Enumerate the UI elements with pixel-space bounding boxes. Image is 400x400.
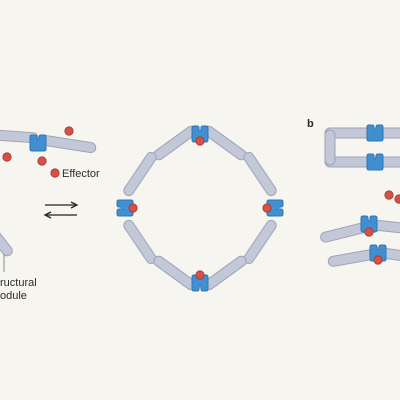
effector-icon [195, 136, 205, 146]
rod [153, 255, 197, 291]
effector-icon [128, 203, 138, 213]
rod [123, 151, 157, 197]
effector-icon [195, 270, 205, 280]
panel-b-letter: b [307, 118, 314, 130]
effector-icon [394, 194, 400, 204]
panel-b-bent-dimer [320, 215, 400, 267]
effector-icon [64, 126, 74, 136]
rod [0, 221, 13, 257]
rod [243, 151, 277, 197]
effector-icon [50, 168, 60, 178]
rod [203, 125, 247, 161]
effector-label: Effector [62, 168, 100, 180]
rod [324, 156, 400, 168]
structural-module-icon [366, 153, 384, 171]
structural-module-label-line1: ructural [0, 277, 37, 289]
structural-module-icon [366, 124, 384, 142]
rod [324, 127, 400, 139]
effector-icon [384, 190, 394, 200]
effector-icon [262, 203, 272, 213]
panel-a-linear-assembly: Effector ructural odule [0, 126, 100, 302]
rod [203, 255, 247, 291]
rod [123, 219, 157, 265]
ring-assembly [116, 125, 284, 292]
rod [327, 249, 377, 267]
effector-icon [37, 156, 47, 166]
rod [324, 129, 336, 166]
rod [39, 134, 97, 154]
effector-icon [373, 255, 383, 265]
rod [153, 125, 197, 161]
structural-module-label-line2: odule [0, 290, 27, 302]
rod [0, 128, 39, 144]
effector-icon [364, 227, 374, 237]
rod [243, 219, 277, 265]
equilibrium-arrows-icon [43, 201, 79, 219]
effector-icon [2, 152, 12, 162]
panel-b-stacked-dimer [324, 124, 400, 171]
